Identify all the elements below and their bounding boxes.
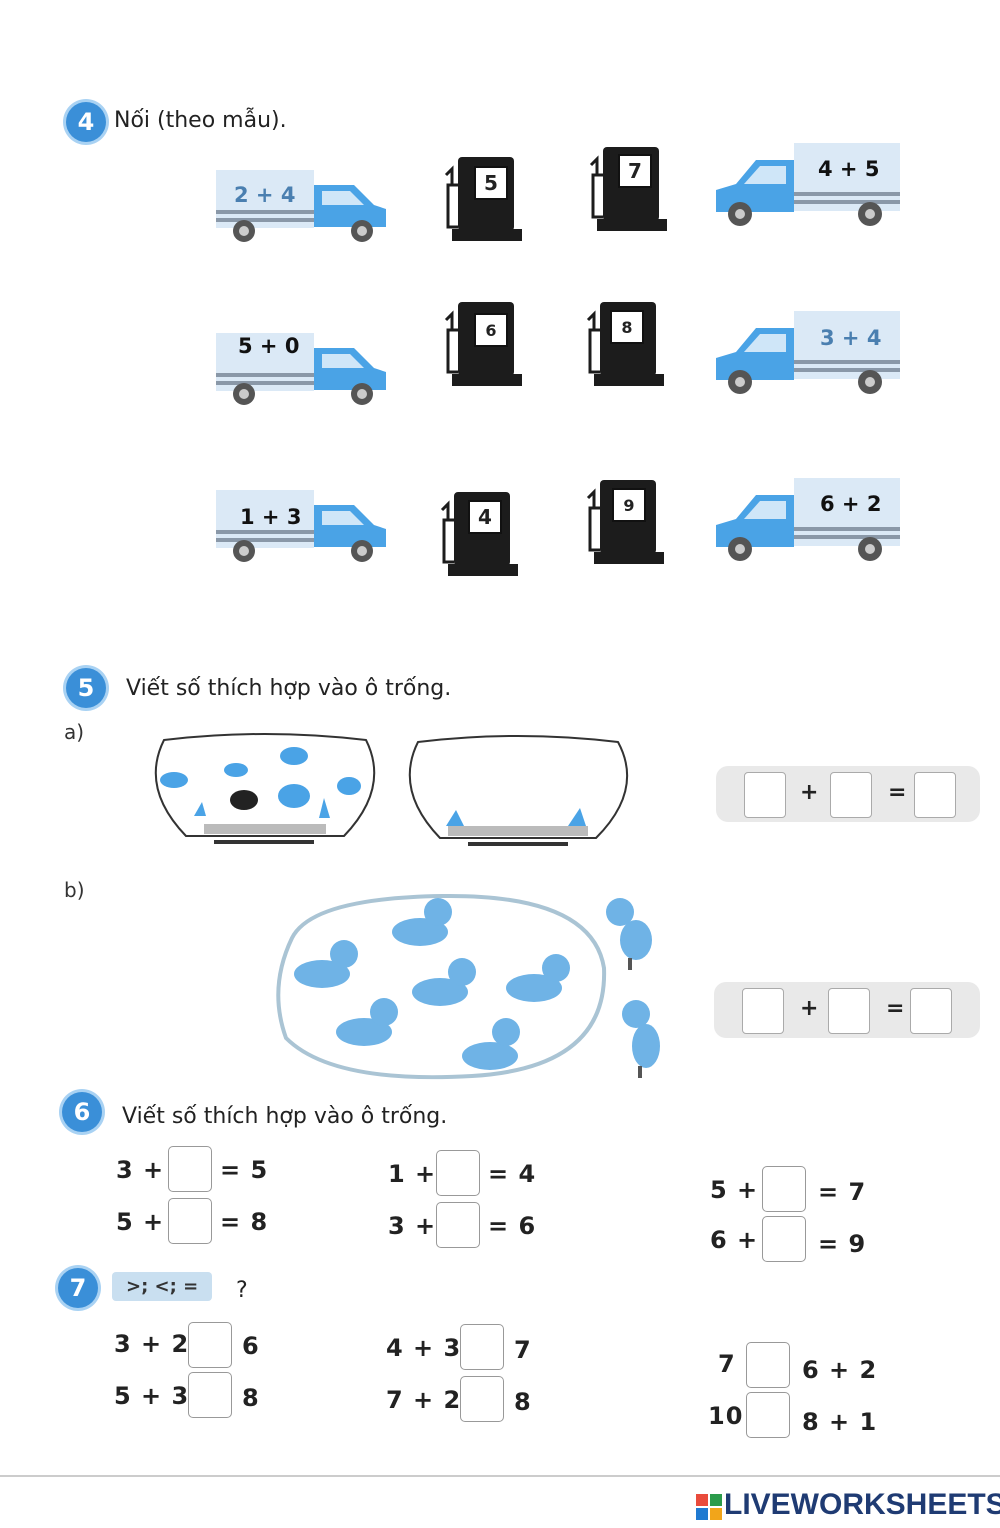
footer-divider	[0, 1475, 1000, 1477]
s7-item-3-right: 7	[514, 1336, 532, 1364]
compare-symbols-label: >; <; =	[112, 1272, 213, 1301]
section-7-badge: 7	[58, 1268, 98, 1308]
pump-2-1-number: 6	[474, 313, 508, 347]
right-truck-1[interactable]	[712, 140, 902, 230]
s7-item-3-input[interactable]	[460, 1324, 504, 1370]
left-truck-3[interactable]	[214, 485, 389, 565]
equation-b: + =	[714, 982, 980, 1038]
section-5-badge: 5	[66, 668, 106, 708]
s7-item-5-input[interactable]	[746, 1342, 790, 1388]
equation-b-box-3[interactable]	[910, 988, 952, 1034]
s6-item-1-right: = 5	[220, 1156, 269, 1184]
left-truck-2[interactable]	[214, 328, 389, 408]
s6-item-6-input[interactable]	[762, 1216, 806, 1262]
section-6-badge: 6	[62, 1092, 102, 1132]
s6-item-4-input[interactable]	[436, 1202, 480, 1248]
compare-question-mark: ?	[236, 1278, 248, 1303]
section-5-title: Viết số thích hợp vào ô trống.	[126, 676, 452, 701]
s6-item-2-input[interactable]	[168, 1198, 212, 1244]
fish-bowl-empty	[408, 735, 629, 846]
equation-a-box-1[interactable]	[744, 772, 786, 818]
pump-1-1-number: 5	[474, 166, 508, 200]
section-4-title: Nối (theo mẫu).	[114, 108, 287, 133]
pump-3-2-number: 9	[612, 488, 646, 522]
pump-3-1-number: 4	[468, 500, 502, 534]
right-truck-2-label: 3 + 4	[820, 326, 882, 350]
left-truck-1-label: 2 + 4	[234, 183, 296, 207]
equation-b-equals: =	[886, 996, 905, 1021]
part-a-label: a)	[64, 720, 85, 744]
duck-pond	[276, 893, 607, 1080]
pump-2-2-number: 8	[610, 310, 644, 344]
s7-item-1-right: 6	[242, 1332, 260, 1360]
s6-item-3-right: = 4	[488, 1160, 537, 1188]
s6-item-2-right: = 8	[220, 1208, 269, 1236]
liveworksheets-brand[interactable]: LIVEWORKSHEETS	[724, 1488, 1000, 1521]
left-truck-3-label: 1 + 3	[240, 505, 302, 529]
section-4-badge: 4	[66, 102, 106, 142]
duck-outside-2	[622, 1000, 660, 1078]
equation-a-equals: =	[888, 780, 907, 805]
s6-item-5-input[interactable]	[762, 1166, 806, 1212]
s6-item-2-left: 5 +	[116, 1208, 165, 1236]
s7-item-1-left: 3 + 2	[114, 1330, 190, 1358]
s7-item-2-left: 5 + 3	[114, 1382, 190, 1410]
s7-item-6-left: 10	[708, 1402, 744, 1430]
s7-item-6-input[interactable]	[746, 1392, 790, 1438]
s7-item-4-right: 8	[514, 1388, 532, 1416]
equation-a-plus: +	[800, 780, 819, 805]
s7-item-2-right: 8	[242, 1384, 260, 1412]
s6-item-3-input[interactable]	[436, 1150, 480, 1196]
right-truck-3-label: 6 + 2	[820, 492, 882, 516]
s6-item-5-right: = 7	[818, 1178, 867, 1206]
s7-item-1-input[interactable]	[188, 1322, 232, 1368]
s6-item-4-right: = 6	[488, 1212, 537, 1240]
right-truck-1-label: 4 + 5	[818, 157, 880, 181]
left-truck-2-label: 5 + 0	[238, 334, 300, 358]
s6-item-3-left: 1 +	[388, 1160, 437, 1188]
liveworksheets-logo-icon	[696, 1494, 722, 1520]
s6-item-4-left: 3 +	[388, 1212, 437, 1240]
left-truck-1[interactable]	[214, 165, 389, 245]
s7-item-6-right: 8 + 1	[802, 1408, 878, 1436]
s6-item-5-left: 5 +	[710, 1176, 759, 1204]
right-truck-3[interactable]	[712, 475, 902, 565]
s6-item-6-left: 6 +	[710, 1226, 759, 1254]
part-b-label: b)	[64, 878, 85, 902]
s7-item-3-left: 4 + 3	[386, 1334, 462, 1362]
equation-b-box-2[interactable]	[828, 988, 870, 1034]
section-6-title: Viết số thích hợp vào ô trống.	[122, 1104, 448, 1129]
duck-outside-1	[606, 898, 652, 970]
s7-item-2-input[interactable]	[188, 1372, 232, 1418]
s7-item-5-left: 7	[718, 1350, 736, 1378]
s7-item-4-input[interactable]	[460, 1376, 504, 1422]
s6-item-1-left: 3 +	[116, 1156, 165, 1184]
s7-item-4-left: 7 + 2	[386, 1386, 462, 1414]
equation-a: + =	[716, 766, 980, 822]
equation-b-plus: +	[800, 996, 819, 1021]
equation-a-box-3[interactable]	[914, 772, 956, 818]
pump-1-2-number: 7	[618, 154, 652, 188]
equation-b-box-1[interactable]	[742, 988, 784, 1034]
equation-a-box-2[interactable]	[830, 772, 872, 818]
s6-item-6-right: = 9	[818, 1230, 867, 1258]
fish-bowl-full	[154, 733, 376, 844]
right-truck-2[interactable]	[712, 308, 902, 398]
s7-item-5-right: 6 + 2	[802, 1356, 878, 1384]
s6-item-1-input[interactable]	[168, 1146, 212, 1192]
